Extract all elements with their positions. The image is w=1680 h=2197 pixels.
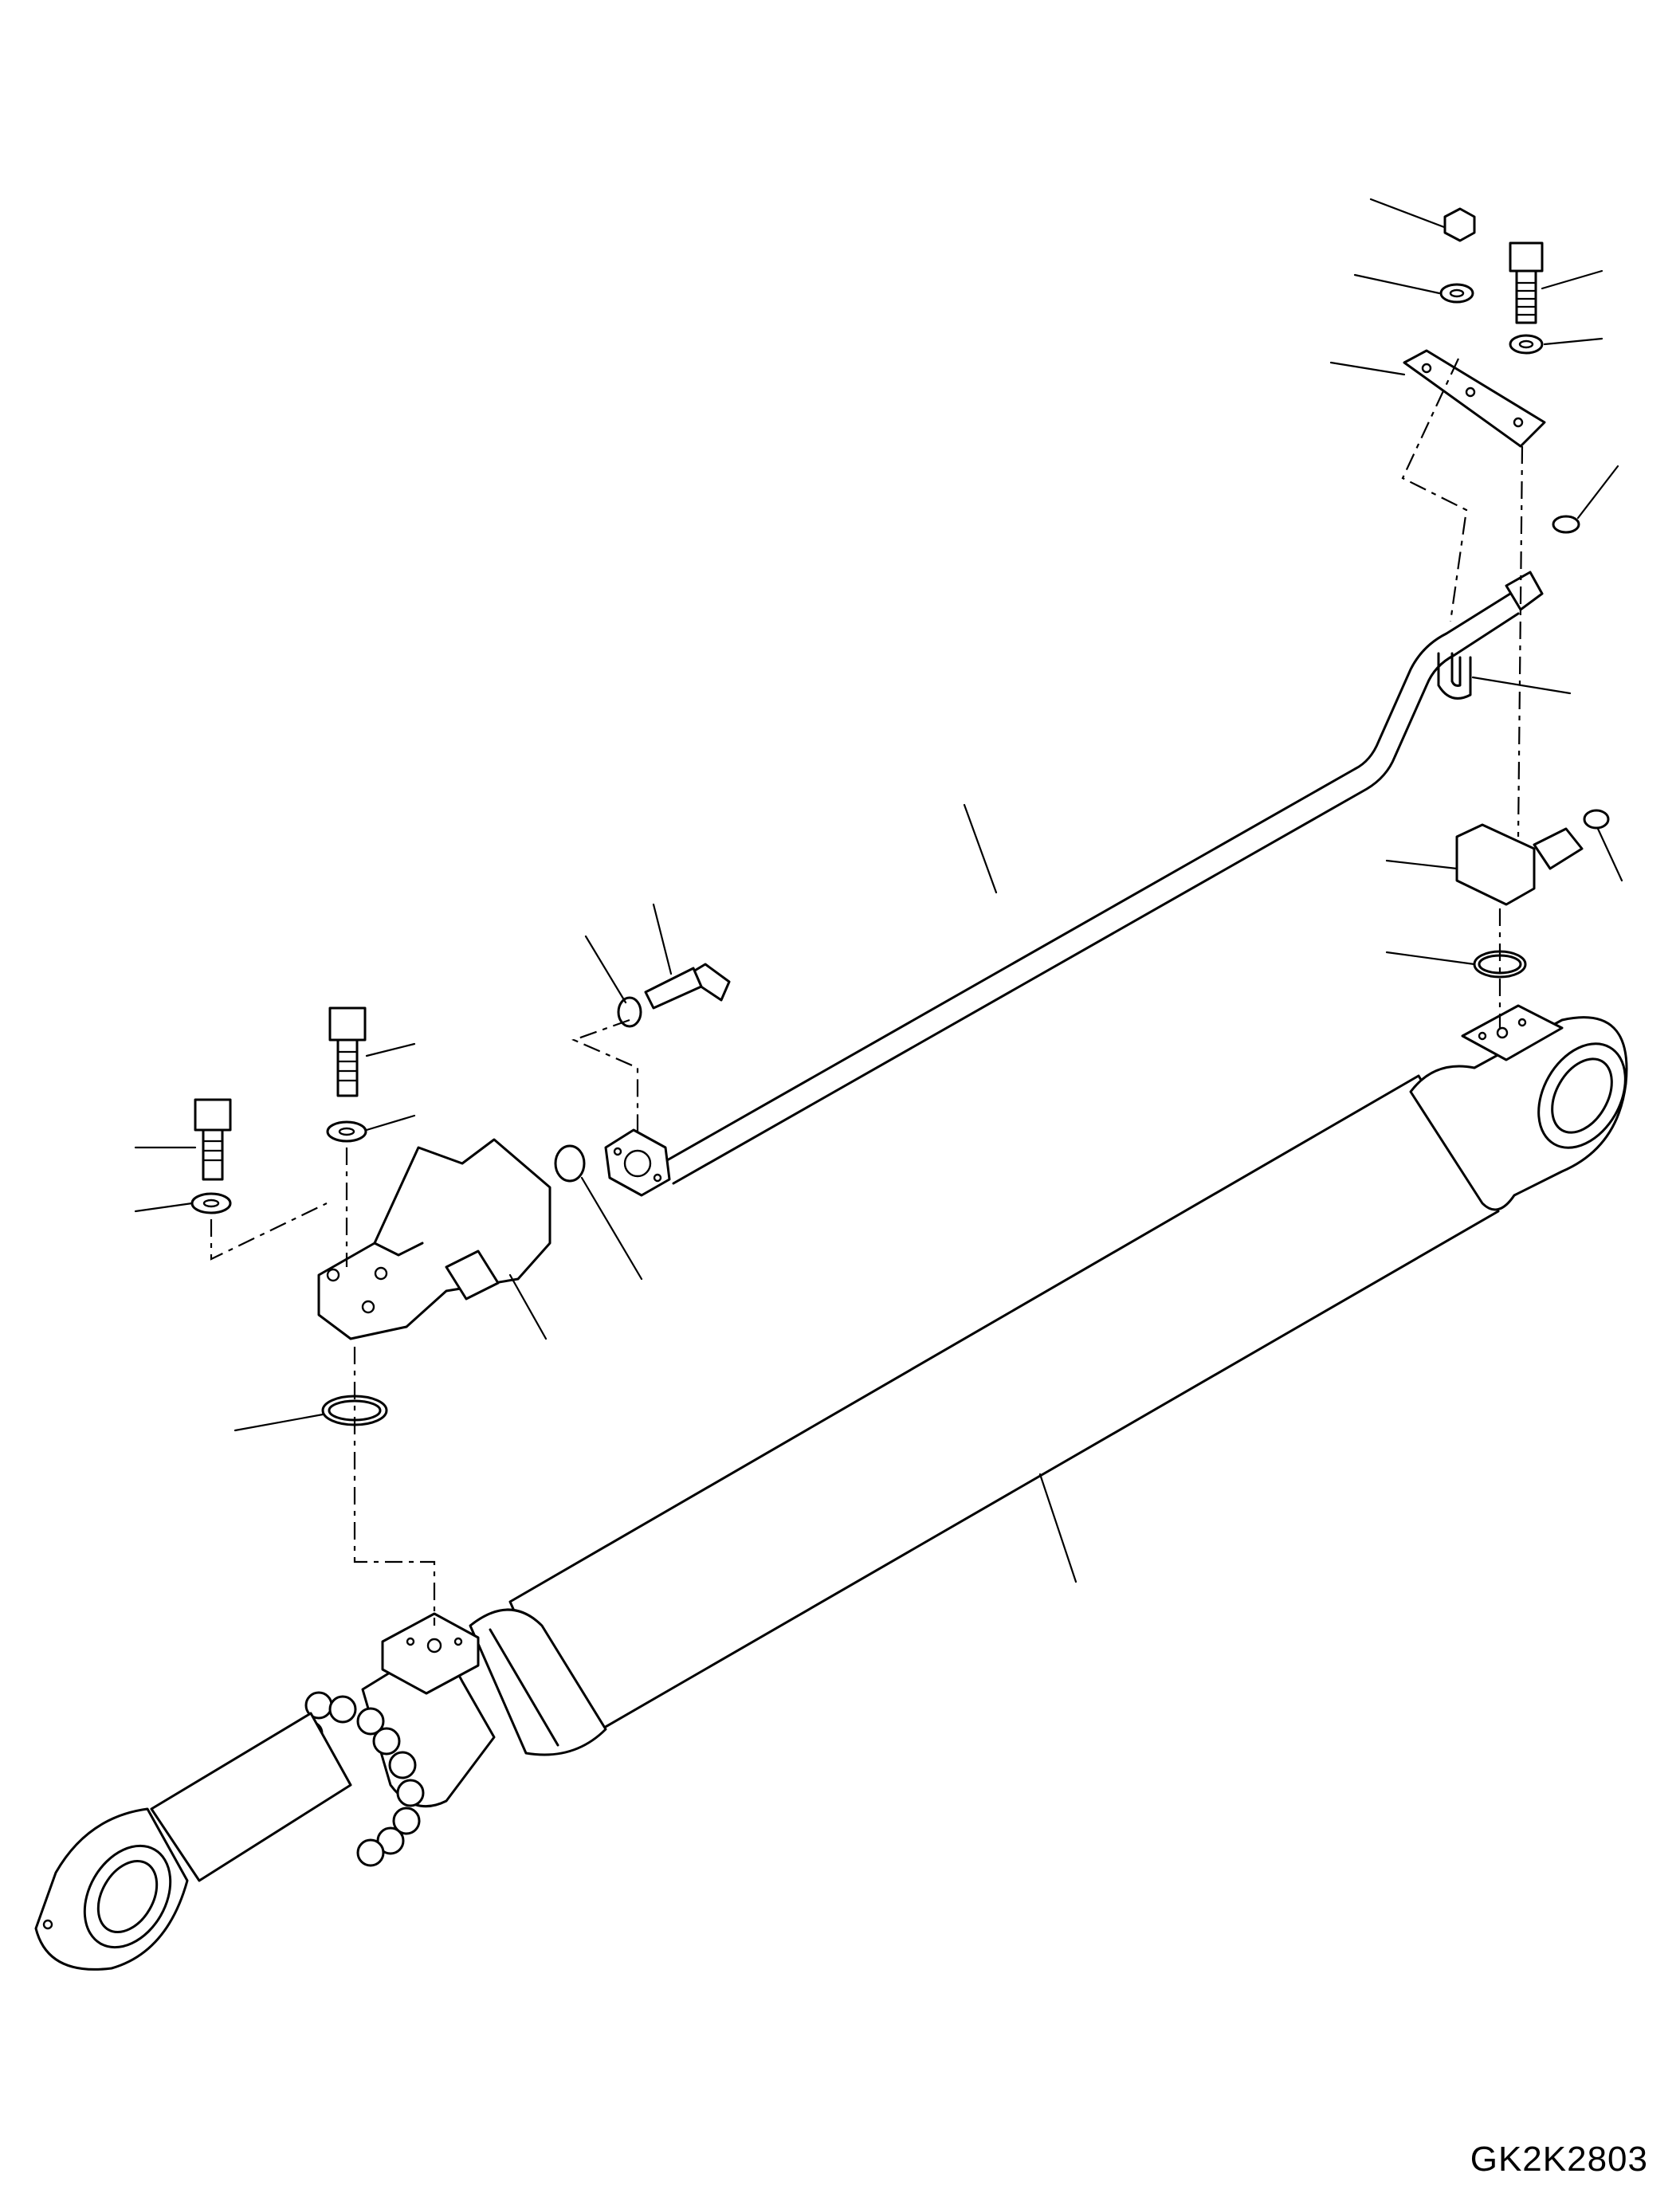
cap-eye-bushing <box>1537 1042 1627 1149</box>
bolt-head <box>328 1006 367 1042</box>
bolt-shank <box>336 1038 359 1097</box>
o-ring <box>1583 809 1610 830</box>
clamp-plate <box>1403 349 1546 448</box>
top-hardware <box>1403 207 1610 979</box>
pipe-top-edge <box>660 592 1512 1165</box>
valve-fitting <box>445 1250 500 1301</box>
port-hole <box>1496 1026 1509 1039</box>
rod-eye-bushing <box>83 1844 172 1949</box>
head-port-block <box>381 1612 480 1695</box>
cylinder-head-collar <box>469 1608 607 1756</box>
nut <box>1443 207 1476 242</box>
safety-valve <box>317 1138 551 1340</box>
grease-fitting <box>42 1919 53 1930</box>
pipe-bottom-edge <box>672 612 1520 1185</box>
washer <box>617 996 642 1028</box>
port-hole <box>426 1638 442 1654</box>
bolt-head <box>1509 241 1544 273</box>
elbow-block <box>1455 823 1536 906</box>
bolt-shank <box>644 967 703 1010</box>
cylinder-pipe <box>604 571 1544 1197</box>
leader-lines <box>134 198 1623 1583</box>
flange-bolts <box>298 1691 425 1867</box>
pipe-end-fitting <box>1505 571 1544 611</box>
o-ring <box>554 1144 586 1183</box>
piston-rod <box>150 1712 352 1882</box>
o-ring <box>1552 515 1580 534</box>
hose-loop <box>1437 652 1472 700</box>
valve-hardware <box>190 963 731 1426</box>
bolt-shank <box>202 1128 224 1181</box>
elbow-fitting <box>1533 827 1584 870</box>
bolt-head <box>194 1098 232 1132</box>
bolt-shank <box>1515 269 1537 324</box>
assembly-lines <box>210 358 1524 1626</box>
hydraulic-cylinder <box>34 1004 1628 1971</box>
drawing-code: GK2K2803 <box>1470 2140 1648 2179</box>
